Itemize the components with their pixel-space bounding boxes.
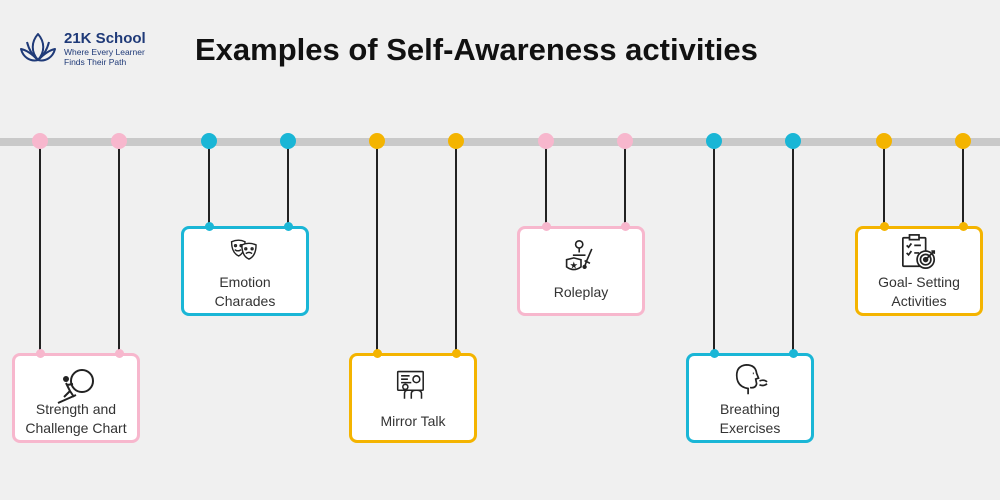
hanging-string — [455, 142, 457, 355]
activity-label: Breathing Exercises — [719, 401, 781, 436]
activity-card: Breathing Exercises — [686, 353, 814, 443]
string-knot — [541, 221, 551, 231]
string-knot — [709, 348, 719, 358]
hanging-string — [624, 142, 626, 228]
logo-name: 21K School — [64, 30, 146, 47]
goal-target-icon — [901, 234, 936, 270]
activity-card: Mirror Talk — [349, 353, 477, 443]
string-knot — [35, 348, 45, 358]
string-knot — [620, 221, 630, 231]
timeline-pin — [955, 133, 971, 149]
string-knot — [451, 348, 461, 358]
roleplay-icon — [565, 239, 593, 271]
hanging-string — [39, 142, 41, 355]
hanging-string — [376, 142, 378, 355]
timeline-pin — [706, 133, 722, 149]
timeline-pin — [538, 133, 554, 149]
page-title: Examples of Self-Awareness activities — [195, 32, 758, 67]
hanging-string — [118, 142, 120, 355]
hanging-string — [962, 142, 964, 228]
activity-label: Emotion Charades — [214, 274, 276, 309]
timeline-pin — [32, 133, 48, 149]
timeline-pin — [448, 133, 464, 149]
activity-label: Goal- Setting Activities — [878, 274, 960, 309]
logo: 21K School Where Every Learner Finds The… — [18, 28, 158, 72]
activity-label: Roleplay — [553, 284, 609, 300]
activity-label: Mirror Talk — [380, 413, 446, 429]
string-knot — [283, 221, 293, 231]
string-knot — [958, 221, 968, 231]
timeline-pin — [369, 133, 385, 149]
string-knot — [114, 348, 124, 358]
breathing-icon — [735, 363, 768, 396]
activity-card: Roleplay — [517, 226, 645, 316]
timeline-pin — [617, 133, 633, 149]
timeline-pin — [201, 133, 217, 149]
activity-card: Goal- Setting Activities — [855, 226, 983, 316]
timeline-pin — [785, 133, 801, 149]
timeline-pin — [280, 133, 296, 149]
activity-card: Strength and Challenge Chart — [12, 353, 140, 443]
string-knot — [879, 221, 889, 231]
string-knot — [204, 221, 214, 231]
activity-card: Emotion Charades — [181, 226, 309, 316]
string-knot — [372, 348, 382, 358]
hanging-string — [545, 142, 547, 228]
hanging-string — [883, 142, 885, 228]
timeline-rail — [0, 138, 1000, 146]
hanging-string — [713, 142, 715, 355]
theater-masks-icon — [230, 239, 257, 260]
hanging-string — [287, 142, 289, 228]
timeline-pin — [111, 133, 127, 149]
lotus-logo-icon — [20, 33, 56, 62]
mirror-talk-icon — [396, 370, 424, 400]
timeline-pin — [876, 133, 892, 149]
logo-tagline: Where Every Learner Finds Their Path — [64, 47, 145, 67]
string-knot — [788, 348, 798, 358]
hanging-string — [208, 142, 210, 228]
activity-label: Strength and Challenge Chart — [25, 401, 127, 436]
hanging-string — [792, 142, 794, 355]
